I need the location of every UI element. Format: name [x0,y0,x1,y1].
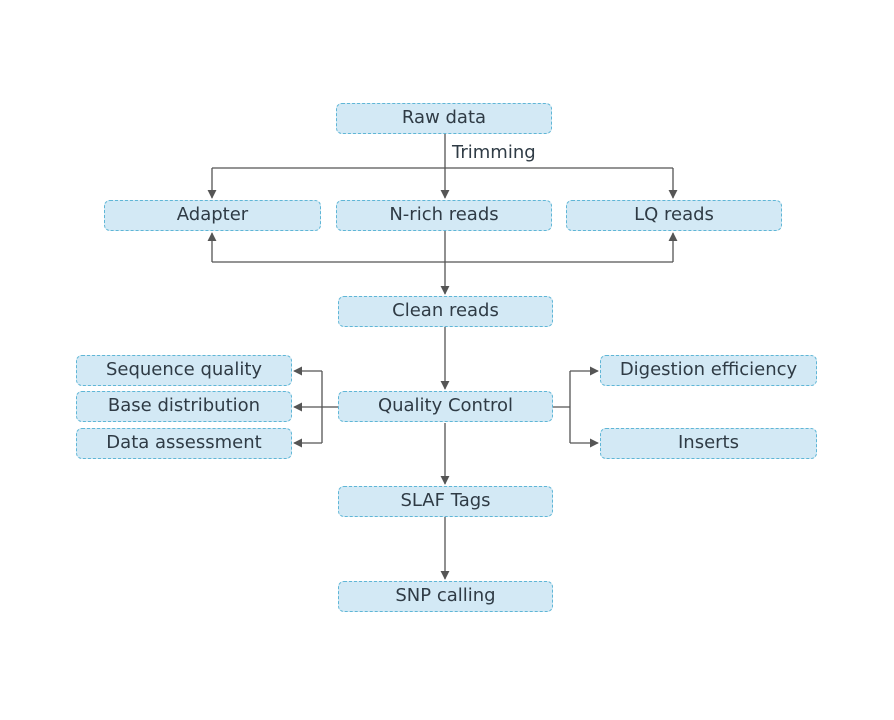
node-lq-reads: LQ reads [566,200,782,231]
node-clean-reads: Clean reads [338,296,553,327]
node-base-distribution: Base distribution [76,391,292,422]
node-data-assessment: Data assessment [76,428,292,459]
node-adapter: Adapter [104,200,321,231]
node-sequence-quality: Sequence quality [76,355,292,386]
node-quality-control: Quality Control [338,391,553,422]
node-digestion-efficiency: Digestion efficiency [600,355,817,386]
node-n-rich-reads: N-rich reads [336,200,552,231]
node-slaf-tags: SLAF Tags [338,486,553,517]
node-snp-calling: SNP calling [338,581,553,612]
node-inserts: Inserts [600,428,817,459]
edge-label-trimming: Trimming [452,142,536,163]
node-raw-data: Raw data [336,103,552,134]
